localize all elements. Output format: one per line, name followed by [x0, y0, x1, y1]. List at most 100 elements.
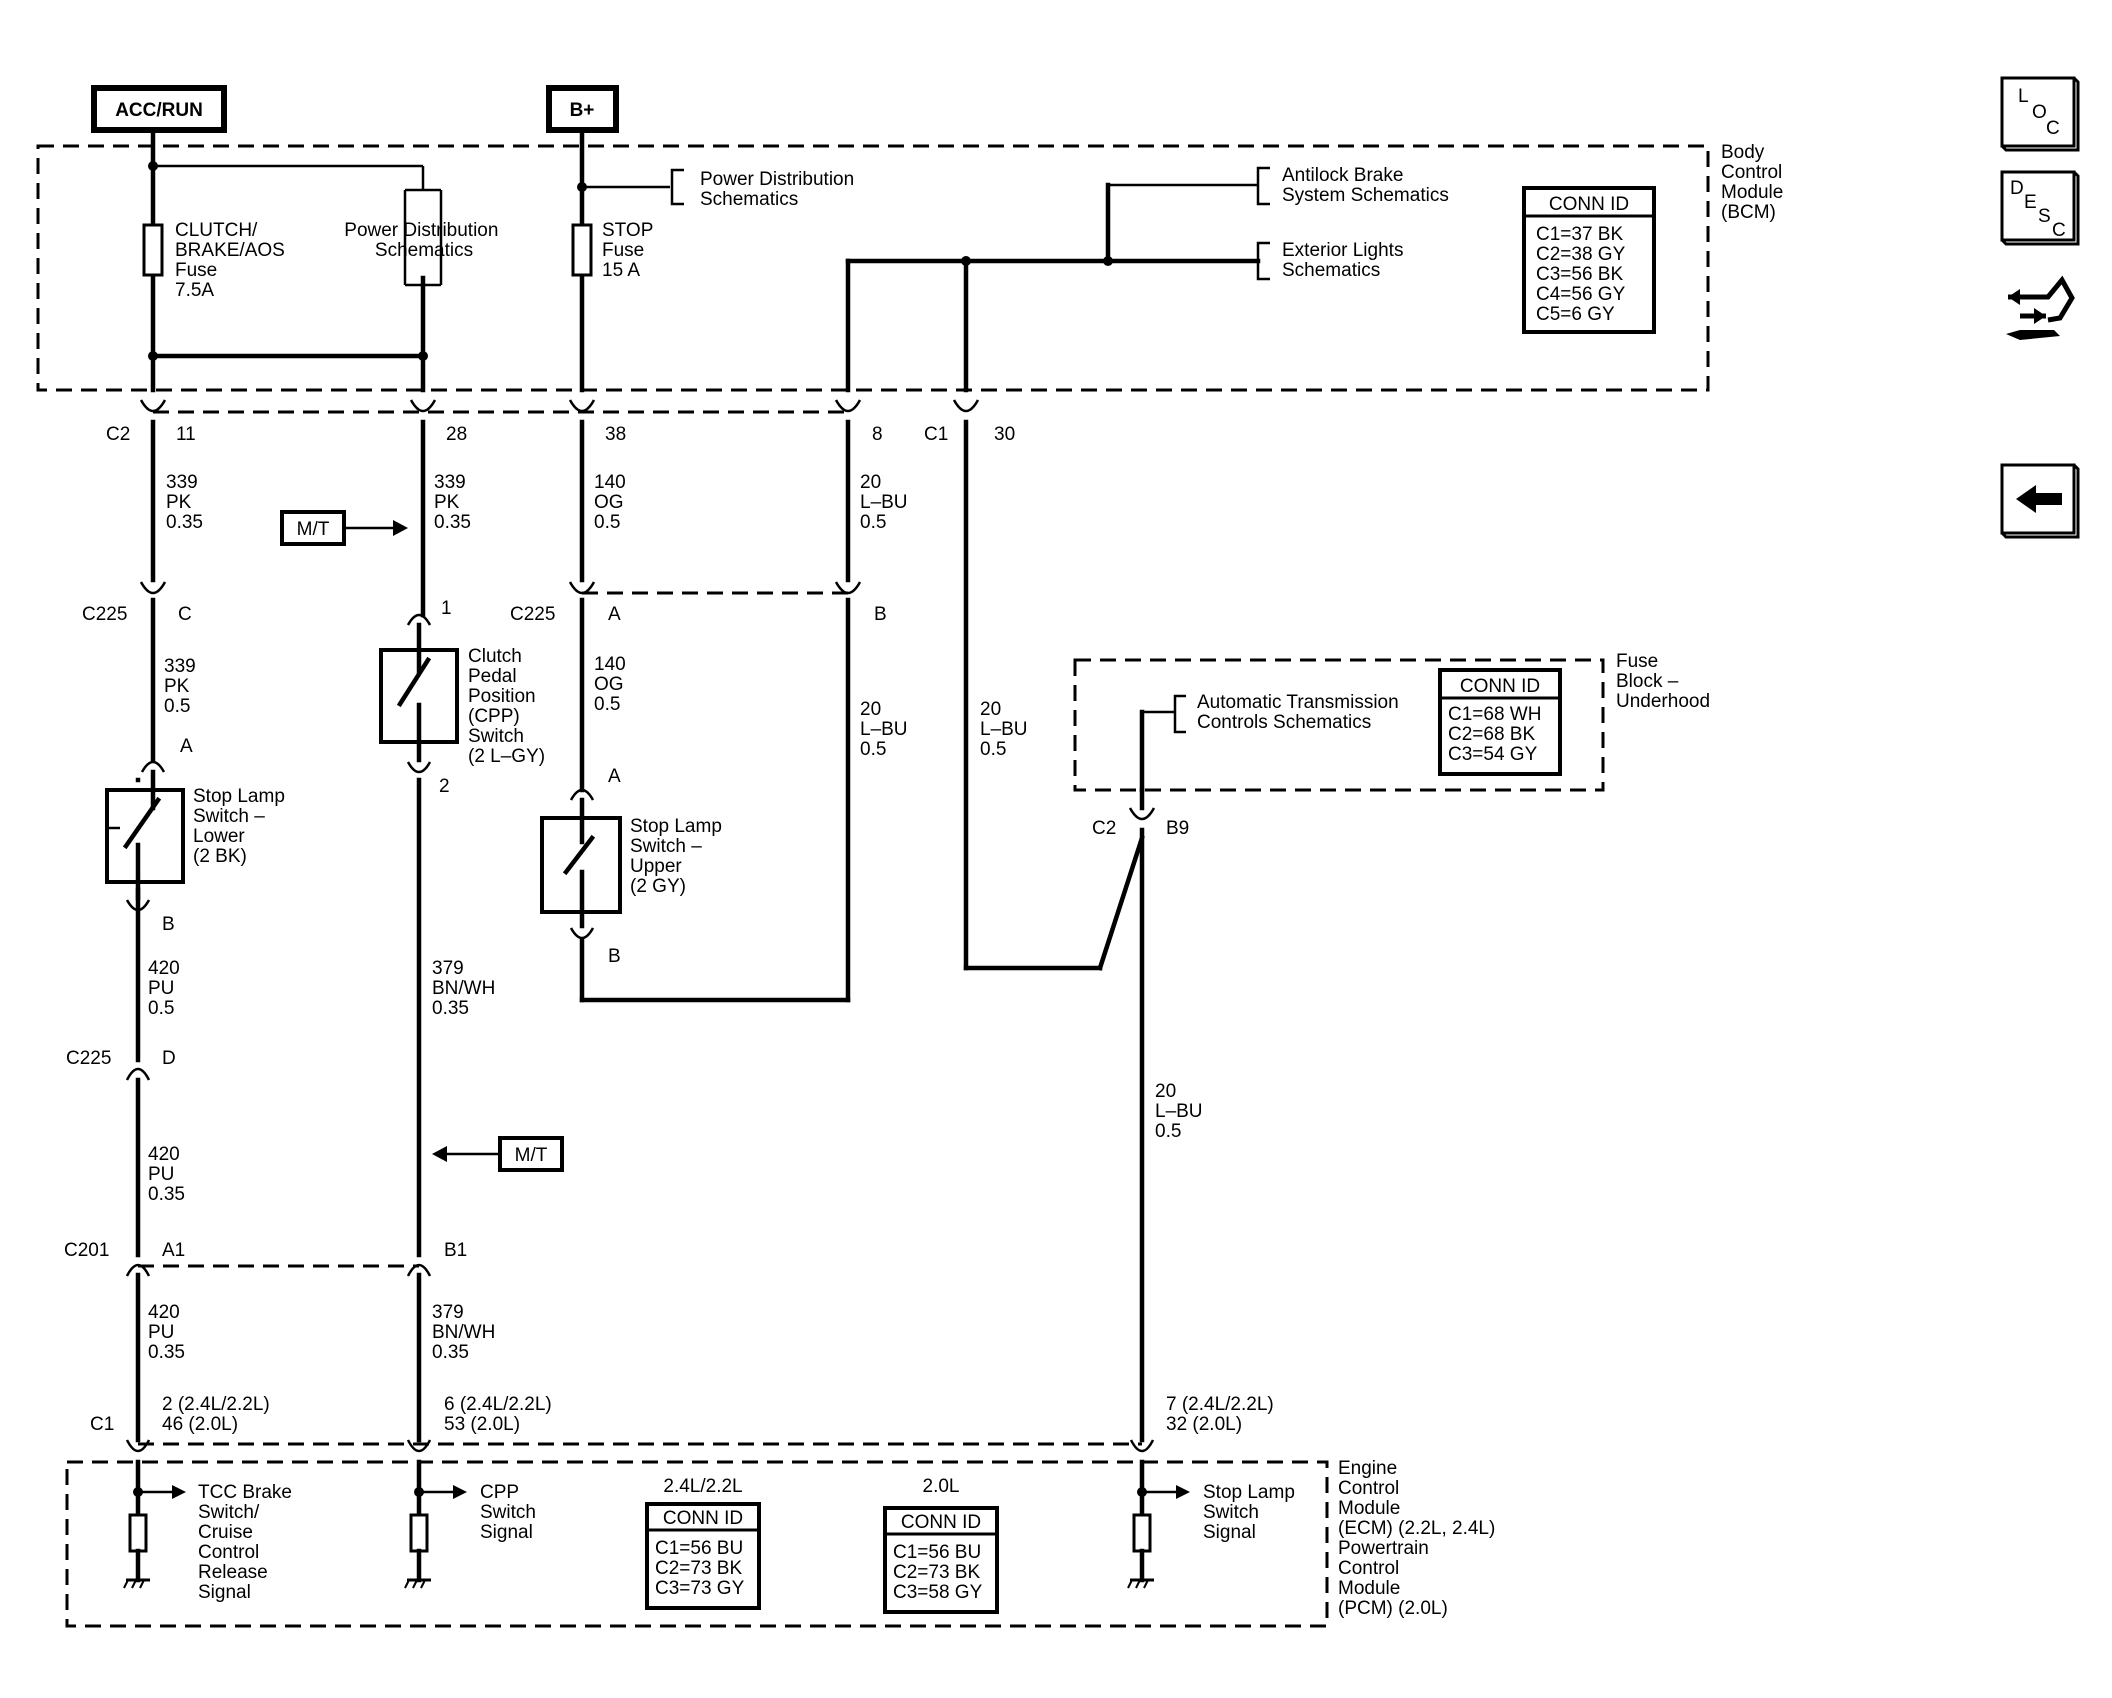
sls-upper-pin-a: A — [608, 766, 621, 787]
abs-label: Antilock Brake System Schematics — [1282, 165, 1449, 206]
svg-text:C4=56 GY: C4=56 GY — [1536, 284, 1626, 305]
ext-lights-bracket — [1256, 241, 1270, 281]
wire-379-a: 379 BN/WH 0.35 — [432, 958, 501, 1019]
tcc-signal-label: TCC Brake Switch/ Cruise Control Release… — [198, 1482, 297, 1603]
svg-text:CONN ID: CONN ID — [1549, 194, 1629, 215]
wire-339-c: 339 PK 0.5 — [164, 656, 201, 717]
bcm-pin-11: 11 — [176, 424, 196, 445]
ecm-input-stop-lamp — [1127, 1459, 1190, 1589]
svg-text:C2=38 GY: C2=38 GY — [1536, 244, 1626, 265]
svg-text:C5=6 GY: C5=6 GY — [1536, 304, 1615, 325]
c201-connector-row — [125, 1263, 432, 1277]
bcm-connector-row — [139, 399, 980, 414]
wire-420-b: 420 PU 0.35 — [148, 1144, 185, 1205]
sls-lower-pin-b: B — [162, 914, 175, 935]
svg-text:C1=56 BU: C1=56 BU — [893, 1542, 981, 1563]
bcm-c2-label: C2 — [106, 424, 130, 445]
wire-140-a: 140 OG 0.5 — [594, 472, 631, 533]
cpp-signal-label: CPP Switch Signal — [480, 1482, 541, 1543]
svg-text:C2=68 BK: C2=68 BK — [1448, 724, 1535, 745]
stop-lamp-switch-upper — [540, 788, 622, 940]
pds-bracket-2 — [670, 168, 684, 206]
back-arrow-icon[interactable] — [2000, 463, 2080, 539]
svg-text:CONN ID: CONN ID — [1460, 676, 1540, 697]
stop-fuse-label: STOP Fuse 15 A — [602, 220, 658, 281]
svg-text:C2=73 BK: C2=73 BK — [655, 1558, 742, 1579]
stop-fuse — [571, 223, 593, 277]
wire-140-b: 140 OG 0.5 — [594, 654, 631, 715]
wire-420-a: 420 PU 0.5 — [148, 958, 185, 1019]
svg-text:C1=56 BU: C1=56 BU — [655, 1538, 743, 1559]
fuse-block-c2-label: C2 — [1092, 818, 1116, 839]
bcm-name: Body Control Module (BCM) — [1721, 142, 1789, 223]
acc-run-label: ACC/RUN — [115, 100, 203, 121]
ecm-pin-1: 2 (2.4L/2.2L) 46 (2.0L) — [162, 1394, 275, 1435]
svg-text:C3=54 GY: C3=54 GY — [1448, 744, 1538, 765]
svg-text:C: C — [2046, 118, 2060, 139]
pds-label-right: Power Distribution Schematics — [700, 169, 859, 210]
svg-text:M/T: M/T — [297, 519, 330, 540]
ecm-conn-id-table-b: 2.0L CONN ID C1=56 BU C2=73 BK C3=58 GY — [883, 1476, 999, 1614]
clutch-brake-fuse — [142, 223, 164, 277]
sls-lower-pin-a: A — [180, 736, 193, 757]
atc-bracket — [1139, 694, 1186, 793]
svg-text:C: C — [2052, 220, 2066, 241]
fuse-block-c2-connector — [1128, 807, 1156, 821]
svg-text:2.0L: 2.0L — [923, 1476, 960, 1497]
loc-icon[interactable]: L O C — [2000, 76, 2080, 152]
clutch-brake-fuse-label: CLUTCH/ BRAKE/AOS Fuse 7.5A — [175, 220, 290, 301]
svg-text:O: O — [2032, 102, 2047, 123]
stop-lamp-switch-lower — [105, 760, 185, 912]
c225-connector-row — [139, 581, 862, 595]
bcm-c1-label: C1 — [924, 424, 948, 445]
svg-text:C1=68 WH: C1=68 WH — [1448, 704, 1541, 725]
wire-339-b: 339 PK 0.35 — [434, 472, 471, 533]
wire-20-c: 20 L–BU 0.5 — [980, 699, 1033, 760]
svg-text:C1=37 BK: C1=37 BK — [1536, 224, 1623, 245]
pds-label-left: Power Distribution Schematics — [344, 220, 503, 261]
fuse-block-pin-b9: B9 — [1166, 818, 1189, 839]
abs-bracket — [1256, 166, 1270, 206]
bcm-pin-28: 28 — [446, 424, 467, 445]
b-plus-label: B+ — [570, 100, 595, 121]
c225-pin-a: A — [608, 604, 621, 625]
c225-d-connector — [125, 1067, 151, 1081]
c225-pin-d: D — [162, 1048, 176, 1069]
svg-text:E: E — [2024, 192, 2037, 213]
fuse-block-conn-id-table: CONN ID C1=68 WH C2=68 BK C3=54 GY — [1438, 668, 1562, 776]
cpp-pin-2: 2 — [439, 776, 450, 797]
bcm-internal-wiring — [148, 127, 1261, 393]
c201-label: C201 — [64, 1240, 109, 1261]
b-plus-source: B+ — [546, 85, 619, 133]
connector-arrows-icon[interactable] — [2006, 275, 2075, 340]
c225-pin-b: B — [874, 604, 887, 625]
fuse-block-name: Fuse Block – Underhood — [1616, 651, 1710, 712]
c201-pin-b1: B1 — [444, 1240, 467, 1261]
svg-text:2.4L/2.2L: 2.4L/2.2L — [663, 1476, 742, 1497]
cpp-switch-label: Clutch Pedal Position (CPP) Switch (2 L–… — [468, 646, 545, 767]
svg-text:C3=58 GY: C3=58 GY — [893, 1582, 983, 1603]
wire-20-a: 20 L–BU 0.5 — [860, 472, 913, 533]
svg-text:M/T: M/T — [515, 1145, 548, 1166]
bcm-pin-30: 30 — [994, 424, 1015, 445]
ext-lights-label: Exterior Lights Schematics — [1282, 240, 1409, 281]
svg-text:C2=73 BK: C2=73 BK — [893, 1562, 980, 1583]
desc-icon[interactable]: D E S C — [2000, 170, 2080, 246]
c225-label-3: C225 — [66, 1048, 111, 1069]
mt-marker-1: M/T — [280, 510, 408, 546]
bcm-boundary — [36, 144, 1710, 392]
svg-text:D: D — [2010, 178, 2024, 199]
wire-20-b: 20 L–BU 0.5 — [860, 699, 913, 760]
bcm-conn-id-table: CONN ID C1=37 BK C2=38 GY C3=56 BK C4=56… — [1522, 186, 1656, 334]
wire-379-b: 379 BN/WH 0.35 — [432, 1302, 501, 1363]
fuse-block-boundary — [1073, 658, 1605, 792]
atc-label: Automatic Transmission Controls Schemati… — [1197, 692, 1404, 733]
ecm-pin-3: 7 (2.4L/2.2L) 32 (2.0L) — [1166, 1394, 1279, 1435]
ecm-c1-label: C1 — [90, 1414, 114, 1435]
cpp-pin-1: 1 — [441, 598, 452, 619]
sls-upper-label: Stop Lamp Switch – Upper (2 GY) — [630, 816, 727, 897]
ecm-name: Engine Control Module (ECM) (2.2L, 2.4L)… — [1338, 1458, 1501, 1619]
svg-text:CONN ID: CONN ID — [901, 1512, 981, 1533]
mt-marker-2: M/T — [432, 1136, 564, 1172]
sls-signal-label: Stop Lamp Switch Signal — [1203, 1482, 1300, 1543]
